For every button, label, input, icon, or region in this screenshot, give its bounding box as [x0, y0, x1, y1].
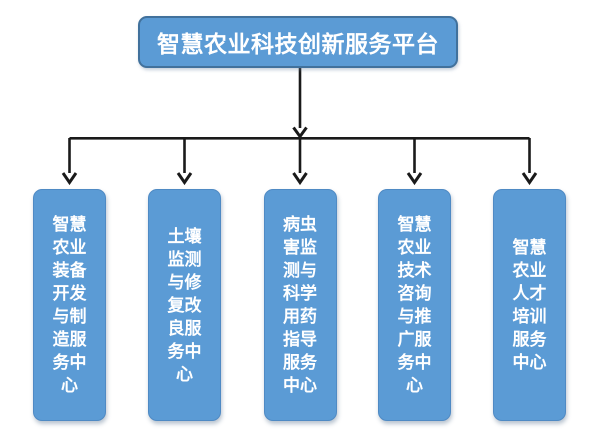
node-consulting-center-label: 智慧 农业 技术 咨询 与推 广服 务中 心: [397, 215, 432, 395]
arrowhead-2: [176, 172, 193, 186]
arrowhead-5: [521, 172, 538, 186]
node-talent-center: 智慧 农业 人才 培训 服务 中心: [493, 189, 566, 421]
arrowhead-3: [292, 172, 308, 186]
arrowhead-4: [406, 172, 423, 186]
node-equipment-center: 智慧 农业 装备 开发 与制 造服 务中 心: [33, 189, 106, 421]
arrowhead-root: [292, 126, 308, 140]
node-soil-center: 土壤 监测 与修 复改 良服 务中 心: [148, 189, 221, 421]
node-soil-center-label: 土壤 监测 与修 复改 良服 务中 心: [167, 226, 202, 384]
node-pest-center: 病虫 害监 测与 科学 用药 指导 服务 中心: [263, 189, 337, 421]
node-talent-center-label: 智慧 农业 人才 培训 服务 中心: [512, 238, 547, 372]
node-pest-center-label: 病虫 害监 测与 科学 用药 指导 服务 中心: [283, 215, 317, 395]
node-consulting-center: 智慧 农业 技术 咨询 与推 广服 务中 心: [378, 189, 451, 421]
arrowhead-1: [61, 172, 78, 186]
root-node-label: 智慧农业科技创新服务平台: [157, 31, 439, 57]
node-equipment-center-label: 智慧 农业 装备 开发 与制 造服 务中 心: [52, 215, 87, 395]
root-node-platform: 智慧农业科技创新服务平台: [138, 16, 458, 68]
